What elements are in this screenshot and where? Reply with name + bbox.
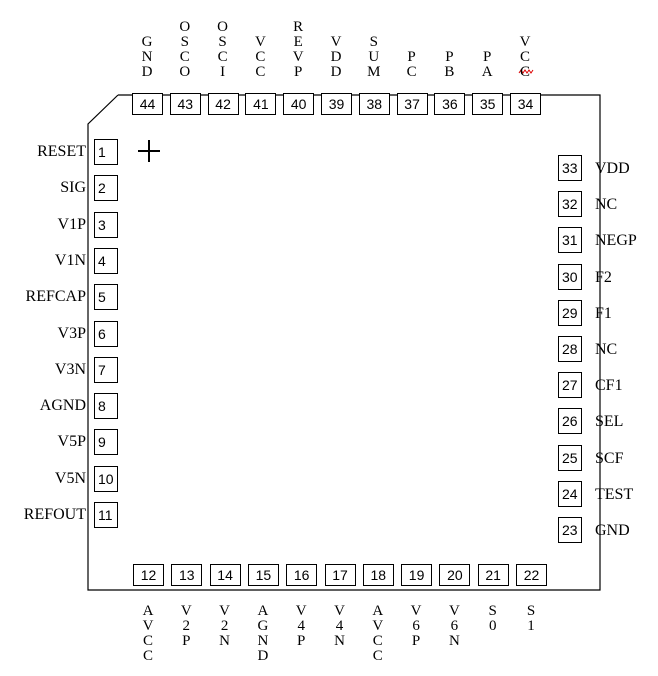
pin-42-box: 42: [207, 93, 239, 115]
pin-42-label: O S C I: [217, 19, 229, 80]
pin-13-label: V 2 P: [180, 603, 192, 649]
pin-14-box: 14: [209, 564, 241, 586]
pin-34-box: 34: [510, 93, 541, 115]
pin-5-box: 5: [94, 284, 118, 311]
pin-43-label: O S C O: [179, 19, 191, 80]
pin-24-box: 24: [558, 480, 582, 507]
pin-8-label: AGND: [39, 397, 86, 415]
pin-17-box: 17: [324, 564, 356, 586]
pin-2-label: SIG: [60, 179, 86, 197]
pin-3-label: V1P: [57, 215, 86, 233]
pin-33-box: 33: [558, 155, 582, 181]
pin-44-label: G N D: [141, 34, 153, 80]
pin-15-box: 15: [247, 564, 279, 586]
pin-31-label: NEGP: [595, 232, 637, 250]
pin-4-box: 4: [94, 247, 118, 274]
pin-39-box: 39: [321, 93, 352, 115]
pin-27-box: 27: [558, 372, 582, 399]
pin-39-label: V D D: [330, 34, 342, 80]
pin1-plus-marker: [138, 140, 160, 162]
pin-9-label: V5P: [57, 433, 86, 451]
pin-33-label: VDD: [595, 160, 630, 177]
pin-16-label: V 4 P: [295, 603, 307, 649]
pin-9-box: 9: [94, 429, 118, 456]
pin-38-label: S U M: [367, 34, 381, 80]
pin-35-box: 35: [472, 93, 504, 115]
pin-40-label: R E V P: [292, 19, 304, 80]
pin-41-label: V C C: [254, 34, 266, 80]
pin-7-label: V3N: [54, 360, 86, 378]
pin-19-box: 19: [401, 564, 433, 586]
pin-25-label: SCF: [595, 449, 624, 467]
pin-29-label: F1: [595, 304, 612, 322]
spellcheck-squiggle: [518, 69, 534, 74]
pin-2-box: 2: [94, 175, 118, 202]
pin-36-box: 36: [434, 93, 466, 115]
pin-24-label: TEST: [595, 485, 634, 503]
pin-13-box: 13: [171, 564, 203, 586]
pin-26-label: SEL: [595, 413, 624, 431]
pin-32-box: 32: [558, 191, 582, 218]
pin-35-label: P A: [481, 49, 493, 80]
pin-23-box: 23: [558, 517, 582, 543]
pin-20-box: 20: [439, 564, 471, 586]
pin-3-box: 3: [94, 211, 118, 238]
pin-30-label: F2: [595, 268, 612, 286]
pin-29-box: 29: [558, 299, 582, 326]
pin-6-label: V3P: [57, 324, 86, 342]
pin-31-box: 31: [558, 227, 582, 254]
pin-38-box: 38: [358, 93, 390, 115]
pin-43-box: 43: [169, 93, 201, 115]
pin-27-label: CF1: [595, 377, 623, 395]
pin-34-label: V C C: [519, 34, 531, 80]
pin-1-label: RESET: [37, 143, 86, 160]
pin-10-label: V5N: [54, 469, 86, 487]
pin-16-box: 16: [286, 564, 318, 586]
pin-11-box: 11: [94, 502, 118, 528]
pin-12-box: 12: [133, 564, 164, 586]
pin-41-box: 41: [245, 93, 277, 115]
pin-21-label: S 0: [488, 603, 497, 634]
pin-32-label: NC: [595, 196, 618, 214]
pin-28-label: NC: [595, 341, 618, 358]
pin-14-label: V 2 N: [219, 603, 231, 649]
pin-12-label: A V C C: [142, 603, 154, 664]
pin-37-label: P C: [406, 49, 417, 80]
pin-22-box: 22: [516, 564, 547, 586]
pin-4-label: V1N: [54, 251, 86, 269]
pin-18-box: 18: [362, 564, 394, 586]
pin-17-label: V 4 N: [334, 603, 345, 649]
pin-19-label: V 6 P: [410, 603, 422, 649]
pin-7-box: 7: [94, 356, 118, 383]
pin-30-box: 30: [558, 263, 582, 290]
pin-15-label: A G N D: [257, 603, 269, 664]
pin-37-box: 37: [396, 93, 428, 115]
pin-11-label: REFOUT: [23, 506, 86, 523]
pin-23-label: GND: [595, 522, 630, 539]
pin-21-box: 21: [477, 564, 509, 586]
pin-36-label: P B: [444, 49, 455, 80]
pin-26-box: 26: [558, 408, 582, 435]
pin-6-box: 6: [94, 320, 118, 347]
pin-10-box: 10: [94, 465, 118, 492]
pin-5-label: REFCAP: [25, 288, 86, 306]
pin-8-box: 8: [94, 393, 118, 420]
pin-22-label: S 1: [526, 603, 536, 634]
pin-1-box: 1: [94, 139, 118, 165]
pin-40-box: 40: [283, 93, 315, 115]
pin-25-box: 25: [558, 444, 582, 471]
pin-18-label: A V C C: [372, 603, 384, 664]
pin-28-box: 28: [558, 336, 582, 362]
pin-44-box: 44: [132, 93, 163, 115]
pin-20-label: V 6 N: [448, 603, 460, 649]
